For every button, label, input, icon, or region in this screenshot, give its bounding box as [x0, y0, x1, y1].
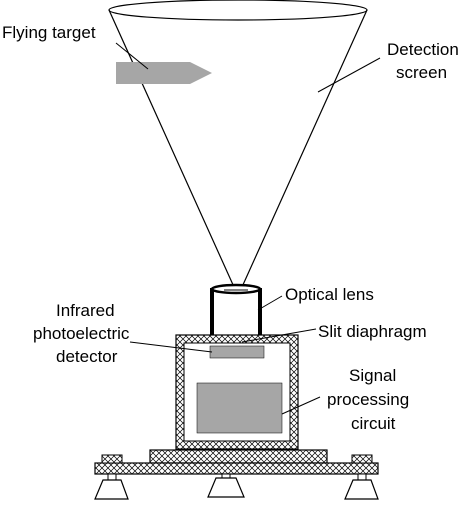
label-infrared-3: detector [56, 347, 118, 366]
optical-lens [210, 283, 262, 336]
leader-infrared-detector [129, 341, 213, 353]
leader-lines [115, 42, 381, 415]
label-detection-screen-2: screen [396, 63, 447, 82]
label-slit-diaphragm: Slit diaphragm [318, 322, 427, 341]
label-signal-2: processing [327, 390, 409, 409]
leader-detection-screen [317, 57, 381, 93]
base-platform [94, 449, 379, 475]
center-foot [207, 473, 245, 498]
leader-flying-target [115, 42, 149, 70]
detection-screen-cone [108, 0, 368, 288]
label-optical-lens: Optical lens [285, 285, 374, 304]
label-flying-target: Flying target [2, 23, 96, 42]
label-infrared-2: photoelectric [33, 324, 130, 343]
right-foot [344, 454, 379, 500]
label-signal-1: Signal [349, 366, 396, 385]
flying-target-shape [116, 62, 212, 84]
label-detection-screen-1: Detection [387, 40, 459, 59]
signal-circuit-block [196, 382, 283, 434]
leader-optical-lens [257, 295, 283, 311]
left-foot [94, 454, 129, 500]
label-signal-3: circuit [351, 414, 396, 433]
infrared-detector-block [209, 345, 265, 359]
leader-slit-diaphragm [241, 328, 317, 343]
label-infrared-1: Infrared [56, 301, 115, 320]
leader-signal-circuit [281, 396, 321, 415]
